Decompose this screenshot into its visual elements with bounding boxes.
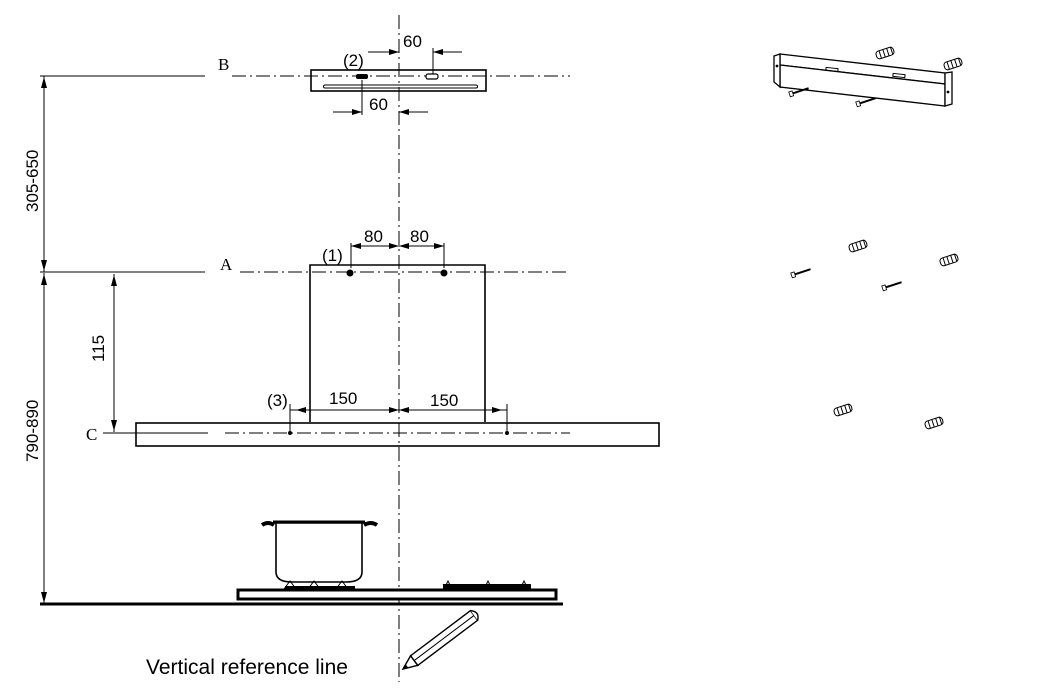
wall-plug-icon xyxy=(832,402,854,418)
hood-hole-right xyxy=(505,431,509,435)
svg-text:115: 115 xyxy=(89,335,108,362)
chimney-hole-right xyxy=(440,269,448,277)
marker-hood-holes: (3) xyxy=(267,391,288,410)
burner-right xyxy=(443,579,531,590)
svg-text:305-650: 305-650 xyxy=(23,150,42,212)
wall-plug-icon xyxy=(847,238,869,254)
bracket-slot-left xyxy=(356,74,368,79)
level-line-b: B xyxy=(40,55,570,77)
screw-icon xyxy=(789,265,813,279)
hood-hole-left xyxy=(288,431,292,435)
dimension-chimney-holes: 80 80 xyxy=(350,227,445,268)
chimney-hardware-set xyxy=(789,238,960,292)
level-line-c: C xyxy=(86,425,570,444)
wall-plug-icon xyxy=(938,252,960,268)
chimney-cover: (1) xyxy=(309,246,486,422)
level-label-b: B xyxy=(218,55,229,74)
svg-text:60: 60 xyxy=(403,32,422,51)
bracket-slot-right xyxy=(425,73,439,80)
svg-text:790-890: 790-890 xyxy=(23,400,42,462)
svg-text:80: 80 xyxy=(410,227,429,246)
cooktop xyxy=(40,588,563,606)
bracket-hardware-set xyxy=(773,45,964,108)
level-line-a: A xyxy=(40,255,570,274)
marker-bracket-holes: (2) xyxy=(343,51,364,70)
screw-icon xyxy=(880,278,904,292)
burner-left xyxy=(283,580,355,590)
svg-text:150: 150 xyxy=(430,391,458,410)
caption-vertical-reference-line: Vertical reference line xyxy=(146,656,348,679)
dimension-bracket-bottom: 60 xyxy=(333,80,428,115)
level-label-a: A xyxy=(220,255,233,274)
dimension-bracket-top: 60 xyxy=(368,32,462,74)
wall-plug-icon xyxy=(923,415,945,431)
svg-text:150: 150 xyxy=(329,389,357,408)
dimension-height-hood-hob: 790-890 xyxy=(23,273,47,604)
wall-bracket: (2) xyxy=(310,51,487,92)
dimension-height-b-a: 305-650 xyxy=(23,76,47,272)
dimension-height-a-c: 115 xyxy=(89,274,117,432)
chimney-hole-left xyxy=(346,269,354,277)
dimension-hood-holes: 150 150 xyxy=(289,389,508,432)
marker-chimney-holes: (1) xyxy=(322,246,343,265)
wall-plug-icon xyxy=(942,56,964,72)
svg-text:60: 60 xyxy=(369,95,388,114)
cooking-pot xyxy=(260,520,379,583)
pencil-icon xyxy=(401,609,479,671)
hood-canopy: (3) xyxy=(135,391,660,447)
wall-bracket-illustration xyxy=(773,53,953,107)
level-label-c: C xyxy=(86,425,97,444)
svg-text:80: 80 xyxy=(364,227,383,246)
wall-plug-icon xyxy=(874,45,896,61)
hood-hardware-set xyxy=(832,402,945,431)
